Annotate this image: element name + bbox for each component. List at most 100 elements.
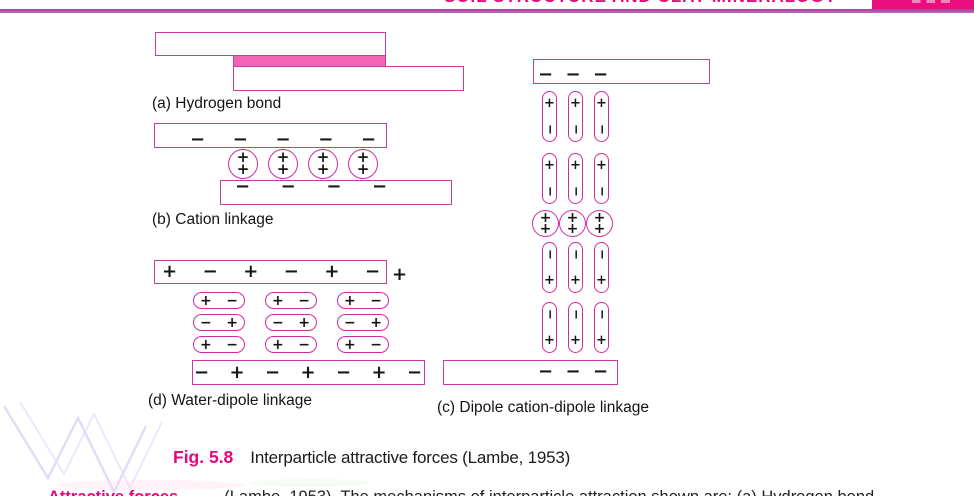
clipped-body-text: Attractive forces(Lambe, 1953). The mech… bbox=[48, 488, 874, 496]
figure-caption: Fig. 5.8 Interparticle attractive forces… bbox=[173, 447, 570, 468]
dipole-pill: − + bbox=[594, 242, 609, 293]
figure-number: Fig. 5.8 bbox=[173, 447, 234, 467]
charge-sign: + bbox=[371, 361, 387, 383]
minus-sign: − bbox=[226, 292, 238, 309]
water-dipole-pill: − + bbox=[337, 314, 389, 331]
plus-sign: + bbox=[570, 96, 581, 111]
minus-sign: − bbox=[318, 129, 334, 150]
plus-sign: + bbox=[596, 158, 607, 173]
header-rule bbox=[0, 9, 974, 13]
minus-sign: − bbox=[594, 309, 609, 320]
diagram-a-lower-plate bbox=[233, 66, 464, 91]
minus-sign: − bbox=[594, 186, 609, 197]
plus-sign: + bbox=[276, 148, 290, 167]
minus-sign: − bbox=[200, 314, 212, 331]
cation-circle: + + bbox=[586, 210, 613, 237]
diagram-c-lower-plate bbox=[443, 360, 618, 385]
plus-sign: + bbox=[356, 148, 370, 167]
plus-sign: + bbox=[344, 292, 356, 309]
diagram-c-cation-row: + + + + + + bbox=[532, 210, 613, 237]
running-header-title: SOIL STRUCTURE AND CLAY MINERALOGY bbox=[444, 0, 837, 8]
diagram-c-dipole-row-3: − + − + − + bbox=[542, 242, 609, 293]
charge-sign: + bbox=[162, 261, 178, 282]
plus-sign: + bbox=[539, 209, 552, 226]
plus-sign: + bbox=[593, 209, 606, 226]
dipole-pill: + − bbox=[594, 153, 609, 204]
dipole-pill: − + bbox=[568, 242, 583, 293]
charge-sign: − bbox=[336, 361, 352, 383]
diagram-c-dipole-row-4: − + − + − + bbox=[542, 302, 609, 353]
plus-sign: + bbox=[200, 336, 212, 353]
cation-circle: + + bbox=[268, 149, 298, 179]
minus-sign: − bbox=[370, 336, 382, 353]
minus-sign: − bbox=[542, 186, 557, 197]
minus-sign: − bbox=[542, 249, 557, 260]
diagram-c-upper-charge-row: −−− bbox=[538, 64, 609, 85]
cation-circle: + + bbox=[559, 210, 586, 237]
diagram-b-lower-plate bbox=[220, 180, 452, 205]
cation-circle: + + bbox=[308, 149, 338, 179]
minus-sign: − bbox=[593, 361, 609, 382]
plus-sign: + bbox=[544, 158, 555, 173]
minus-sign: − bbox=[190, 129, 206, 150]
diagram-d-upper-plate bbox=[154, 260, 387, 284]
diagram-b-cation-row: + + + + + + + + bbox=[228, 149, 378, 179]
water-dipole-pill: + − bbox=[193, 292, 245, 309]
minus-sign: − bbox=[565, 361, 581, 382]
plus-sign: + bbox=[392, 264, 408, 285]
charge-sign: + bbox=[229, 361, 245, 383]
diagram-b-upper-plate bbox=[154, 123, 387, 148]
minus-sign: − bbox=[298, 292, 310, 309]
minus-sign: − bbox=[568, 309, 583, 320]
plus-sign: + bbox=[298, 314, 310, 331]
plus-sign: + bbox=[544, 333, 555, 348]
diagram-d-water-dipole-row-2: − + − + − + bbox=[193, 314, 389, 331]
page-number-box bbox=[872, 0, 974, 9]
minus-sign: − bbox=[538, 64, 554, 85]
dipole-pill: + − bbox=[594, 91, 609, 142]
plus-sign: + bbox=[570, 333, 581, 348]
minus-sign: − bbox=[593, 64, 609, 85]
diagram-a-label: (a) Hydrogen bond bbox=[152, 95, 282, 112]
dipole-pill: + − bbox=[542, 91, 557, 142]
plus-sign: + bbox=[544, 96, 555, 111]
minus-sign: − bbox=[370, 292, 382, 309]
plus-sign: + bbox=[570, 273, 581, 288]
plus-sign: + bbox=[566, 209, 579, 226]
charge-sign: + bbox=[324, 261, 340, 282]
plus-sign: + bbox=[539, 220, 552, 237]
diagram-a-upper-plate bbox=[155, 32, 386, 56]
minus-sign: − bbox=[275, 129, 291, 150]
diagram-d-lower-charge-row: −+−+−+− bbox=[194, 360, 422, 385]
minus-sign: − bbox=[298, 336, 310, 353]
minus-sign: − bbox=[344, 314, 356, 331]
plus-sign: + bbox=[272, 292, 284, 309]
dipole-pill: − + bbox=[542, 302, 557, 353]
minus-sign: − bbox=[371, 176, 388, 197]
dipole-pill: + − bbox=[568, 91, 583, 142]
charge-sign: + bbox=[243, 261, 259, 282]
dipole-pill: − + bbox=[568, 302, 583, 353]
charge-sign: − bbox=[202, 261, 218, 282]
minus-sign: − bbox=[272, 314, 284, 331]
body-text-continuation: (Lambe, 1953). The mechanisms of interpa… bbox=[178, 488, 874, 496]
minus-sign: − bbox=[568, 186, 583, 197]
minus-sign: − bbox=[232, 129, 248, 150]
plus-sign: + bbox=[200, 292, 212, 309]
diagram-d-upper-charge-row: +−+−+− bbox=[162, 260, 380, 284]
diagram-d-lower-plate bbox=[192, 360, 425, 385]
minus-sign: − bbox=[542, 124, 557, 135]
minus-sign: − bbox=[538, 361, 554, 382]
diagram-c-label: (c) Dipole cation-dipole linkage bbox=[437, 399, 649, 416]
diagram-c-lower-charge-row: −−− bbox=[538, 361, 609, 382]
water-dipole-pill: + − bbox=[193, 336, 245, 353]
diagram-d-water-dipole-row-3: + − + − + − bbox=[193, 336, 389, 353]
cation-circle: + + bbox=[348, 149, 378, 179]
dipole-pill: + − bbox=[568, 153, 583, 204]
water-dipole-pill: − + bbox=[265, 314, 317, 331]
dipole-pill: − + bbox=[542, 242, 557, 293]
plus-sign: + bbox=[570, 158, 581, 173]
minus-sign: − bbox=[568, 249, 583, 260]
body-text-lead: Attractive forces bbox=[48, 488, 178, 496]
